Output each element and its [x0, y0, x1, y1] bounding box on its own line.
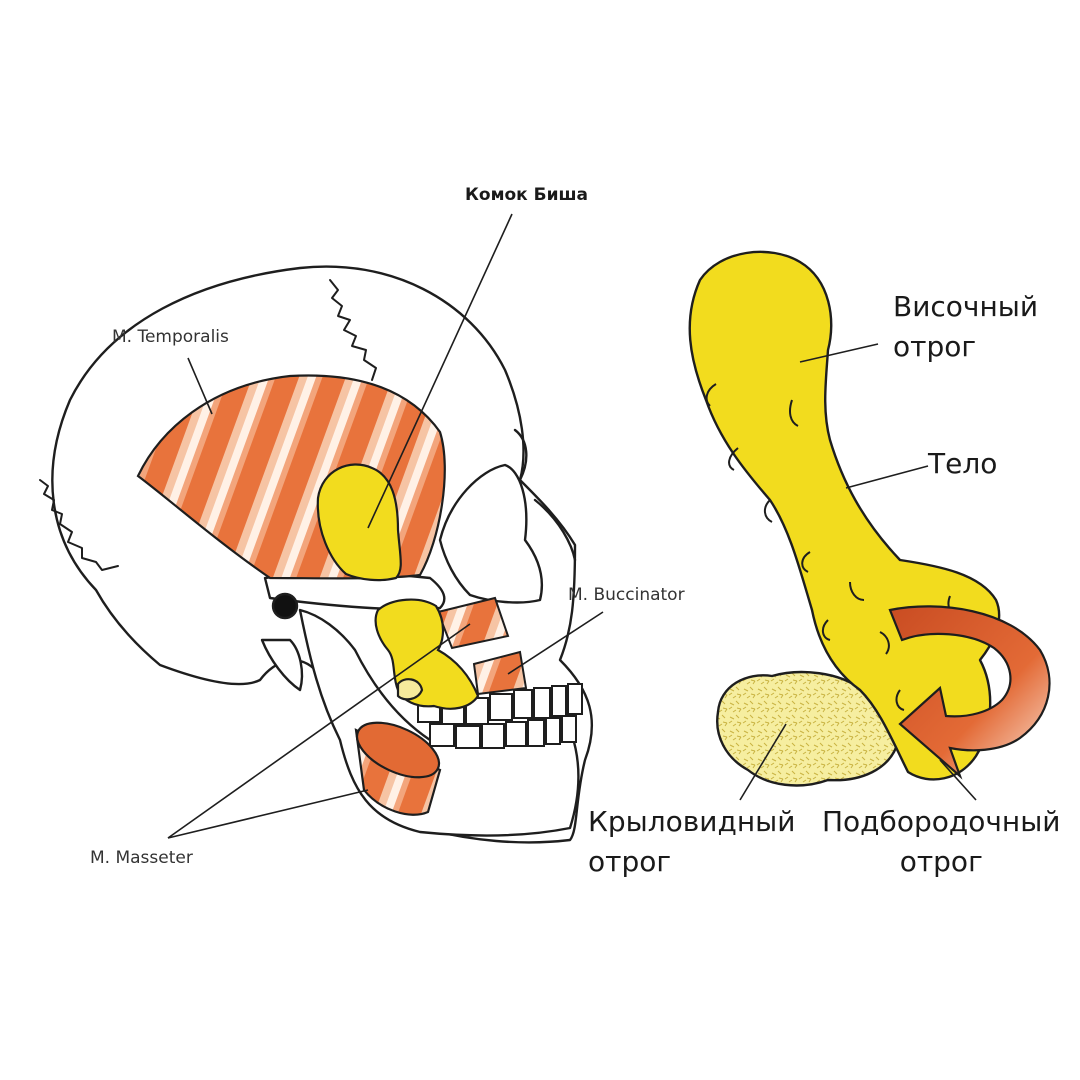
ear-canal	[271, 592, 299, 620]
pterygoid-extension-line-1: Крыловидный	[588, 805, 796, 838]
buccal-extension-line-2: отрог	[899, 845, 983, 878]
pterygoid-extension-label: Крыловидный отрог	[588, 802, 795, 882]
masseter-label: M. Masseter	[90, 848, 193, 868]
nasal-bone	[513, 428, 577, 562]
rotation-arrow	[888, 605, 1051, 780]
teeth	[417, 683, 583, 749]
buccal-extension-label: Подбородочный отрог	[822, 802, 1061, 882]
buccinator-label: M. Buccinator	[568, 585, 685, 605]
temporal-extension-line-2: отрог	[893, 330, 977, 363]
mastoid-process	[260, 638, 304, 692]
buccal-fat-pad-label: Комок Биша	[465, 185, 589, 205]
pterygoid-extension-line-2: отрог	[588, 845, 672, 878]
temporal-extension-label: Височный отрог	[893, 287, 1038, 367]
buccinator-muscle	[436, 596, 528, 696]
lambdoid-suture	[39, 479, 119, 571]
eye-orbit	[438, 463, 544, 604]
skull-fat-pad	[316, 463, 480, 710]
temporalis-label: M. Temporalis	[112, 327, 229, 347]
leader-lines	[167, 213, 977, 839]
fat-pad-detail	[688, 250, 1001, 787]
body-label: Тело	[928, 447, 998, 480]
temporal-extension-line-1: Височный	[893, 290, 1039, 323]
coronal-suture	[329, 279, 377, 381]
buccal-extension-line-1: Подбородочный	[822, 805, 1061, 838]
masseter-muscle	[354, 721, 442, 816]
